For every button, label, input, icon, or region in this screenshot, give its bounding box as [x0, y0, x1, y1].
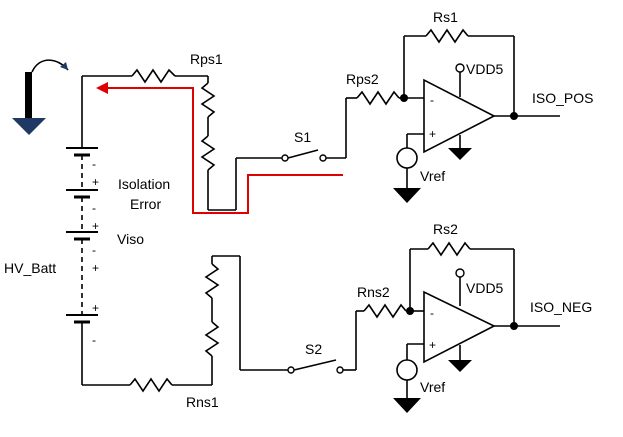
opamp-positive	[393, 28, 560, 203]
opamp-negative	[393, 241, 560, 413]
label-s2: S2	[305, 341, 322, 357]
hv-battery-stack	[66, 76, 98, 385]
label-rs2: Rs2	[433, 221, 458, 237]
label-vref-bottom: Vref	[420, 379, 445, 395]
label-rns2: Rns2	[357, 284, 390, 300]
label-vdd5-top: VDD5	[466, 61, 504, 77]
cell1-minus-sign: -	[92, 157, 96, 171]
positive-branch-wiring	[82, 68, 404, 211]
label-viso: Viso	[117, 231, 144, 247]
isolation-error-path	[96, 82, 343, 214]
label-iso-pos: ISO_POS	[532, 90, 593, 106]
cell1-plus-sign: +	[92, 175, 99, 189]
label-iso-neg: ISO_NEG	[530, 299, 592, 315]
negative-branch-wiring	[82, 255, 410, 393]
opamp-positive-inverting-sign: -	[430, 93, 434, 107]
label-rns1: Rns1	[186, 394, 219, 410]
label-hv-batt: HV_Batt	[4, 260, 56, 276]
label-rs1: Rs1	[433, 9, 458, 25]
cell2-minus-sign: -	[92, 201, 96, 215]
cell4-minus-sign: -	[92, 333, 96, 347]
label-rps2: Rps2	[346, 71, 379, 87]
label-s1: S1	[294, 129, 311, 145]
cell2-plus-sign: +	[92, 219, 99, 233]
label-vdd5-bottom: VDD5	[466, 280, 504, 296]
opamp-negative-inverting-sign: -	[430, 306, 434, 320]
chassis-ground-symbol	[12, 59, 69, 135]
label-rps1: Rps1	[190, 51, 223, 67]
label-isolation: Isolation	[118, 176, 170, 192]
label-vref-top: Vref	[420, 168, 445, 184]
opamp-negative-noninverting-sign: +	[429, 338, 436, 352]
label-error: Error	[130, 196, 161, 212]
opamp-positive-noninverting-sign: +	[429, 127, 436, 141]
cell3-plus-sign: +	[92, 261, 99, 275]
cell4-plus-sign: +	[92, 301, 99, 315]
cell3-minus-sign: -	[92, 243, 96, 257]
